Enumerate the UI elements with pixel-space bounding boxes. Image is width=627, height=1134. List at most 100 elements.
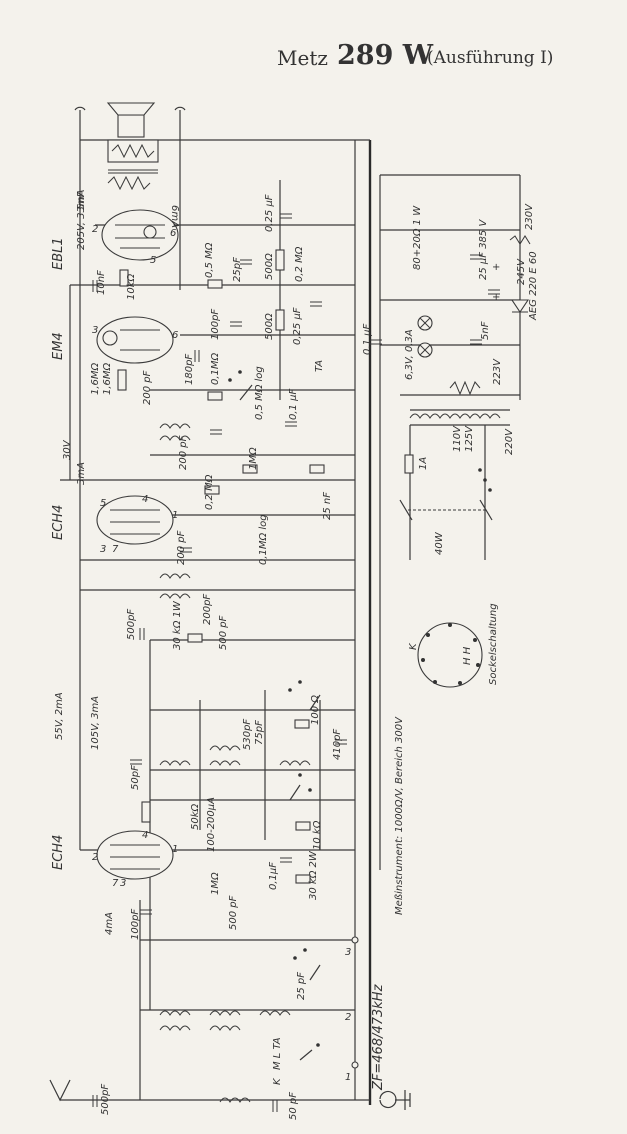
label-v223: 223V xyxy=(492,358,503,385)
label-ml: M L TA xyxy=(272,1037,283,1070)
label-c200a: 200 pF xyxy=(142,370,153,405)
label-c025: 0,25 µF xyxy=(264,194,275,232)
label-r50k: 50kΩ xyxy=(190,803,201,830)
capacitors xyxy=(92,213,500,1112)
label-c100pf: 100pF xyxy=(210,309,221,340)
label-pin2b: 2 xyxy=(92,852,98,863)
label-plus2: + xyxy=(492,292,500,303)
label-lamps: 6,3V, 0,3A xyxy=(404,329,415,380)
label-c100b: 100pF xyxy=(130,909,141,940)
label-pot05: 0,5 MΩ log xyxy=(254,366,265,420)
loudspeaker xyxy=(74,102,186,191)
brand-name: Metz xyxy=(277,46,328,70)
label-plus: + xyxy=(492,262,500,273)
label-ebl1-cap: 5nF xyxy=(76,191,87,210)
label-c025b: 0,25 µF xyxy=(292,307,303,345)
label-10k: 10kΩ xyxy=(126,273,137,300)
label-p2: 2 xyxy=(345,1012,351,1023)
label-meter: 100-200µA xyxy=(206,797,217,852)
label-v230: 230V xyxy=(524,203,535,230)
band-switches xyxy=(228,370,359,1069)
label-em4-r1: 1,6MΩ xyxy=(90,362,101,395)
label-ta: TA xyxy=(314,360,325,372)
label-c200d: 200pF xyxy=(202,594,213,625)
label-r02m: 0,2 MΩ xyxy=(204,474,215,510)
label-pin4b: 4 xyxy=(142,830,148,841)
label-r05: 0,5 MΩ xyxy=(204,242,215,278)
label-c5nf: 5nF xyxy=(480,321,491,340)
label-pin1b: 1 xyxy=(172,844,178,855)
label-10nf: 10nF xyxy=(96,270,107,295)
label-v220: 220V xyxy=(504,428,515,455)
label-aeg: AEG 220 E 60 xyxy=(528,251,539,321)
label-r30k: 30 kΩ 1W xyxy=(172,600,183,650)
label-r100: 100 Ω xyxy=(310,695,321,725)
label-pin6: 6 xyxy=(170,228,176,239)
label-em4-r2: 1,6MΩ xyxy=(102,362,113,395)
label-r10kb: 10 kΩ xyxy=(312,820,323,850)
label-c50: 50pF xyxy=(130,765,141,790)
label-c530: 530pF xyxy=(242,719,253,750)
label-pin6b: 6 xyxy=(172,330,178,341)
label-em4: EM4 xyxy=(51,332,66,360)
label-30v: 30V xyxy=(62,439,73,460)
label-ebl1: EBL1 xyxy=(51,237,66,270)
label-c25b: 25 pF xyxy=(296,972,307,1000)
label-fuse: 1A xyxy=(418,457,429,470)
label-pin7b: 7 xyxy=(112,878,119,889)
label-zf: ZF=468/473kHz xyxy=(371,983,386,1091)
label-r80: 80+20Ω 1 W xyxy=(412,205,423,270)
label-c25uf: 25 µF 385 V xyxy=(478,219,489,280)
resistors xyxy=(117,249,414,884)
label-40w: 40W xyxy=(434,531,445,555)
label-pin2: 2 xyxy=(92,224,98,235)
label-c410: 410pF xyxy=(332,729,343,760)
label-r30w: 30 kΩ 2W xyxy=(308,850,319,900)
antenna-earth xyxy=(49,1079,411,1110)
label-c25nf: 25 nF xyxy=(322,492,333,520)
component-labels: EBL1 EM4 ECH4 ECH4 205V, 33mA 5nF 6mA 1,… xyxy=(51,189,539,1120)
tube-ebl1 xyxy=(101,209,179,261)
label-c180: 180pF xyxy=(184,354,195,385)
label-c500b: 500 pF xyxy=(218,615,229,650)
label-c25pf: 25pF xyxy=(232,257,243,282)
label-pin1: 1 xyxy=(172,510,178,521)
model-number: 289 W xyxy=(337,40,434,71)
tube-ech4-bottom xyxy=(96,830,174,880)
label-r1mb: 1MΩ xyxy=(210,872,221,895)
model-variant: (Ausführung I) xyxy=(427,48,554,68)
label-pin4: 4 xyxy=(142,494,148,505)
label-c500a: 500pF xyxy=(126,609,137,640)
label-pin3b: 3 xyxy=(100,544,106,555)
label-k: K xyxy=(272,1077,283,1085)
label-socket-h: H H xyxy=(462,646,473,665)
label-v110: 110V xyxy=(452,425,463,452)
label-c50b: 50 pF xyxy=(288,1092,299,1120)
coils xyxy=(159,413,501,1103)
label-r02: 0,2 MΩ xyxy=(294,246,305,282)
label-socket: Sockelschaltung xyxy=(488,603,499,685)
tube-em4 xyxy=(96,316,174,364)
label-c1-200: 0,1 µF xyxy=(288,389,299,420)
label-meter-note: Meßinstrument: 1000Ω/V, Bereich 300V xyxy=(394,716,405,915)
page-header: Metz 289 W (Ausführung I) xyxy=(277,40,597,80)
label-p3: 3 xyxy=(345,947,351,958)
label-c500c: 500 pF xyxy=(228,895,239,930)
label-r01m: 0,1MΩ xyxy=(210,352,221,385)
label-pin7: 7 xyxy=(112,544,119,555)
label-pin5: 5 xyxy=(150,255,156,266)
label-v125: 125V xyxy=(464,425,475,452)
label-ech4b-supply: 55V, 2mA xyxy=(54,692,65,740)
label-ech4-bottom: ECH4 xyxy=(51,835,66,870)
label-c200c: 200 pF xyxy=(176,530,187,565)
label-c200b: 200 pF xyxy=(178,435,189,470)
label-r1m: 1MΩ xyxy=(248,447,259,470)
power-section xyxy=(399,235,531,521)
label-4ma: 4mA xyxy=(104,912,115,935)
label-c500d: 500pF xyxy=(100,1084,111,1115)
label-3ma: 3mA xyxy=(76,462,87,485)
label-c01uf: 0,1 µF xyxy=(362,324,373,355)
label-v245: 245V xyxy=(516,258,527,285)
label-pot01: 0,1MΩ log xyxy=(258,514,269,565)
